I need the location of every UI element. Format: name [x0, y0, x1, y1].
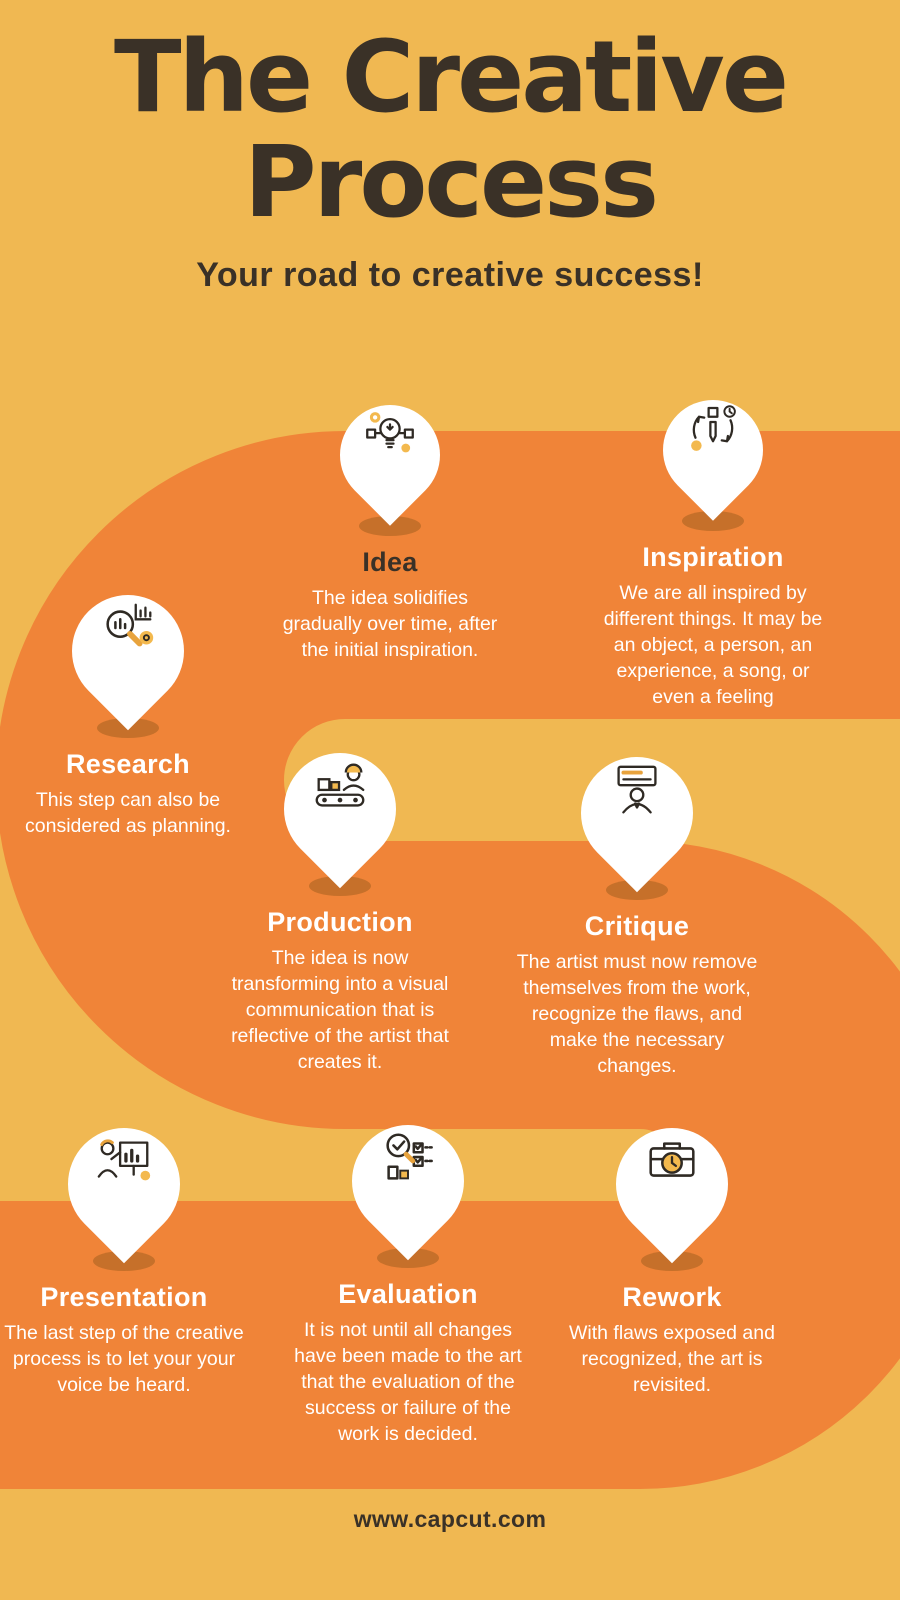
station-title: Inspiration [642, 542, 784, 572]
station-body: With flaws exposed and recognized, the a… [569, 1322, 775, 1396]
station-research: Research This step can also be considere… [18, 571, 238, 840]
header: The Creative Process Your road to creati… [0, 20, 900, 295]
station-title: Idea [362, 547, 418, 577]
station-title: Evaluation [338, 1279, 478, 1309]
station-body: The idea is now transforming into a visu… [231, 947, 449, 1073]
pin-wrap [275, 373, 505, 536]
footer-url: www.capcut.com [353, 1506, 547, 1532]
station-presentation: Presentation The last step of the creati… [2, 1104, 246, 1399]
page-title-line2: Process [243, 124, 659, 240]
pin-wrap [224, 729, 456, 896]
presentation-icon [93, 1131, 155, 1193]
evaluation-icon [377, 1128, 439, 1190]
idea-icon [362, 406, 418, 462]
pin-wrap [594, 368, 832, 531]
critique-icon [606, 760, 668, 822]
inspiration-icon [685, 401, 741, 457]
pin-shadow [359, 516, 421, 536]
station-evaluation: Evaluation It is not until all changes h… [284, 1101, 532, 1448]
station-critique: Critique The artist must now remove them… [512, 733, 762, 1080]
station-body: This step can also be considered as plan… [25, 789, 231, 837]
station-title: Research [66, 749, 190, 779]
pin-wrap [545, 1104, 799, 1271]
station-idea: Idea The idea solidifies gradually over … [275, 373, 505, 664]
rework-icon [641, 1131, 703, 1193]
station-production: Production The idea is now transforming … [224, 729, 456, 1076]
station-title: Production [267, 907, 413, 937]
station-title: Rework [622, 1282, 722, 1312]
page-subtitle: Your road to creative success! [196, 255, 704, 294]
pin-wrap [2, 1104, 246, 1271]
station-title: Presentation [40, 1282, 208, 1312]
station-body: It is not until all changes have been ma… [294, 1319, 522, 1445]
pin-wrap [512, 733, 762, 900]
station-rework: Rework With flaws exposed and recognized… [545, 1104, 799, 1399]
production-icon [309, 756, 371, 818]
pin-wrap [18, 571, 238, 738]
station-body: The idea solidifies gradually over time,… [282, 587, 498, 661]
research-icon [97, 598, 159, 660]
pin-shadow [682, 511, 744, 531]
pin-wrap [284, 1101, 532, 1268]
station-body: The last step of the creative process is… [4, 1322, 244, 1396]
page-title-line1: The Creative [114, 20, 789, 135]
station-body: We are all inspired by different things.… [603, 582, 823, 708]
station-title: Critique [584, 911, 690, 941]
station-body: The artist must now remove themselves fr… [516, 951, 758, 1077]
station-inspiration: Inspiration We are all inspired by diffe… [594, 368, 832, 711]
